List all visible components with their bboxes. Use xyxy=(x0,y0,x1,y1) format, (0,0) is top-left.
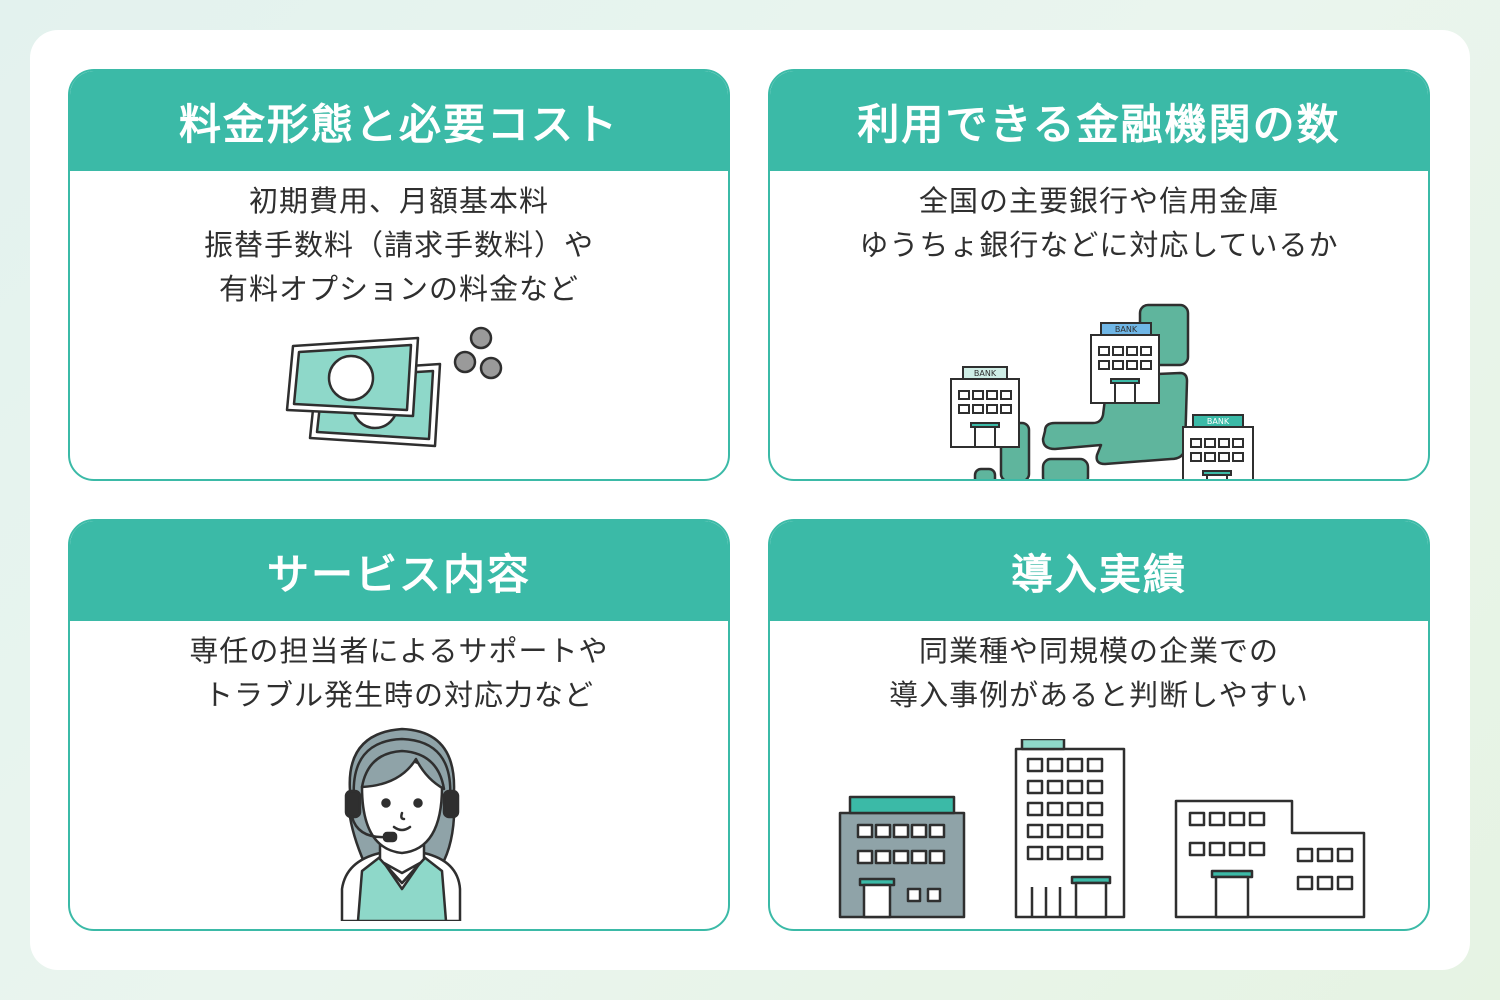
description-line: 導入事例があると判断しやすい xyxy=(889,678,1309,712)
description-line: 振替手数料（請求手数料）や xyxy=(203,228,594,262)
card-title: 導入実績 xyxy=(1010,549,1187,599)
description-line: 全国の主要銀行や信用金庫 xyxy=(918,184,1279,218)
bank-map-icon: BANK BANK BANK xyxy=(950,303,1254,479)
infographic-sheet: 料金形態と必要コスト 初期費用、月額基本料 振替手数料（請求手数料）や 有料オプ… xyxy=(30,30,1470,970)
bank-label: BANK xyxy=(974,369,997,378)
card-service: サービス内容 専任の担当者によるサポートや トラブル発生時の対応力など xyxy=(68,519,730,931)
description-line: トラブル発生時の対応力など xyxy=(203,678,594,712)
bank-label: BANK xyxy=(1115,325,1138,334)
card-header: サービス内容 xyxy=(70,521,728,621)
support-operator-icon xyxy=(340,727,462,921)
description-line: 同業種や同規模の企業での xyxy=(918,634,1279,668)
card-header: 料金形態と必要コスト xyxy=(70,71,728,171)
card-pricing: 料金形態と必要コスト 初期費用、月額基本料 振替手数料（請求手数料）や 有料オプ… xyxy=(68,69,730,481)
description-line: 専任の担当者によるサポートや xyxy=(189,634,609,668)
bank-label: BANK xyxy=(1207,417,1230,426)
office-buildings-icon xyxy=(838,739,1366,919)
money-icon xyxy=(285,326,503,448)
card-description: 初期費用、月額基本料 振替手数料（請求手数料）や 有料オプションの料金など xyxy=(70,179,728,311)
card-title: 利用できる金融機関の数 xyxy=(857,99,1341,149)
card-header: 利用できる金融機関の数 xyxy=(770,71,1428,171)
description-line: 有料オプションの料金など xyxy=(218,272,579,306)
card-header: 導入実績 xyxy=(770,521,1428,621)
card-title: サービス内容 xyxy=(266,549,531,599)
description-line: ゆうちょ銀行などに対応しているか xyxy=(859,228,1339,262)
card-description: 専任の担当者によるサポートや トラブル発生時の対応力など xyxy=(70,629,728,717)
card-description: 全国の主要銀行や信用金庫 ゆうちょ銀行などに対応しているか xyxy=(770,179,1428,267)
card-title: 料金形態と必要コスト xyxy=(178,99,619,149)
card-track-record: 導入実績 同業種や同規模の企業での 導入事例があると判断しやすい xyxy=(768,519,1430,931)
description-line: 初期費用、月額基本料 xyxy=(248,184,549,218)
card-description: 同業種や同規模の企業での 導入事例があると判断しやすい xyxy=(770,629,1428,717)
card-banks: 利用できる金融機関の数 全国の主要銀行や信用金庫 ゆうちょ銀行などに対応している… xyxy=(768,69,1430,481)
